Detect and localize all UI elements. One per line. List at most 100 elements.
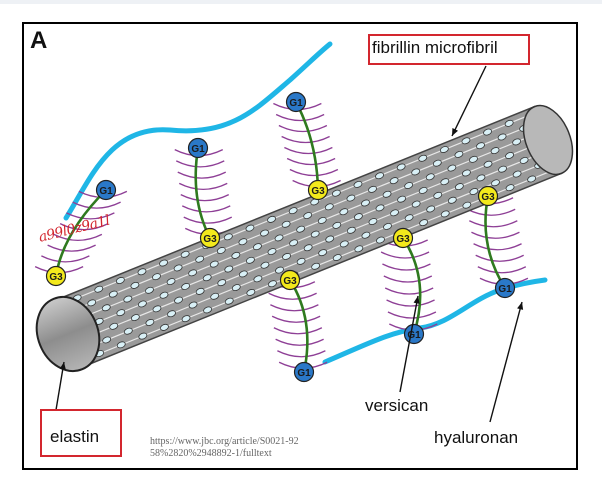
panel-letter: A xyxy=(30,27,48,54)
microfibril-bead xyxy=(159,259,168,267)
microfibril-bead xyxy=(491,179,500,187)
microfibril-bead xyxy=(397,195,407,203)
microfibril-bead xyxy=(281,220,291,228)
side-chain xyxy=(177,171,227,179)
microfibril-bead xyxy=(224,265,234,273)
microfibril-bead xyxy=(275,266,284,274)
microfibril-bead xyxy=(116,341,126,349)
side-chain xyxy=(477,266,527,274)
microfibril-bead xyxy=(361,231,371,239)
microfibril-bead xyxy=(404,214,414,222)
microfibril-bead xyxy=(166,278,176,285)
elastin-end-cap xyxy=(35,296,101,372)
microfibril-bead xyxy=(145,319,155,326)
versican-core xyxy=(194,147,212,239)
g1-domain-circle xyxy=(95,179,117,201)
microfibril-bead xyxy=(433,191,443,199)
microfibril-bead xyxy=(231,284,241,291)
microfibril-bead xyxy=(476,174,486,182)
microfibril-bead xyxy=(145,286,154,294)
microfibril-bead xyxy=(411,200,421,208)
microfibril-bead xyxy=(505,184,515,192)
microfibril-bead xyxy=(447,164,457,172)
microfibril-bead xyxy=(375,204,385,212)
microfibril-bead xyxy=(296,225,306,233)
microfibril-bead xyxy=(512,170,522,178)
microfibril-bead xyxy=(152,273,161,281)
microfibril-bead xyxy=(353,181,363,188)
microfibril-bead xyxy=(498,165,507,173)
side-chain xyxy=(277,350,326,358)
hyaluronan-strands xyxy=(63,41,548,365)
microfibril-bead xyxy=(346,226,356,234)
side-chain xyxy=(471,231,520,239)
side-chain xyxy=(286,157,336,166)
microfibril-bead xyxy=(188,301,198,309)
g3-domain-label: G3 xyxy=(49,272,63,283)
source-url: https://www.jbc.org/article/S0021-9258%2… xyxy=(150,436,299,459)
microfibril-bead xyxy=(311,262,321,270)
side-chain xyxy=(181,205,231,213)
microfibril-bead xyxy=(519,156,529,164)
microfibril-bead xyxy=(504,119,514,127)
microfibril-bead xyxy=(396,163,406,171)
side-chain xyxy=(270,304,319,312)
microfibril-bead xyxy=(253,275,263,283)
fibrillin-arrow-head xyxy=(452,128,459,136)
g3-domain-circle xyxy=(392,227,414,249)
side-chain xyxy=(475,254,524,262)
side-chain xyxy=(175,160,225,168)
microfibril-bead xyxy=(231,251,241,259)
side-chain xyxy=(380,251,430,259)
g1-domain-label: G1 xyxy=(297,368,311,379)
fibrillin-highlight-box xyxy=(368,34,530,65)
side-chain xyxy=(275,338,324,346)
versican-arrow-head xyxy=(413,296,420,304)
side-chain xyxy=(72,201,121,209)
microfibril-bead xyxy=(390,209,399,217)
elastin-highlight-box xyxy=(40,409,122,457)
g1-domain-label: G1 xyxy=(407,330,421,341)
microfibril-bead xyxy=(490,147,500,155)
microfibril-bead xyxy=(274,234,284,242)
microfibril-bead xyxy=(483,160,493,168)
microfibril-bead xyxy=(159,291,169,299)
microfibril-bead xyxy=(317,217,327,224)
g3-domain-circle xyxy=(307,179,329,201)
side-chain xyxy=(47,244,96,252)
microfibril-bead xyxy=(101,304,111,312)
g1-domain-label: G1 xyxy=(498,284,512,295)
g1-domain-circle xyxy=(187,137,209,159)
g1-domain-circle xyxy=(403,323,425,345)
microfibril-bead xyxy=(325,235,335,243)
microfibril-bead xyxy=(332,254,342,261)
microfibril-bead xyxy=(303,212,313,219)
microfibril-bead xyxy=(137,300,147,308)
microfibril-bead xyxy=(138,332,148,340)
microfibril-bead xyxy=(419,219,429,227)
microfibril-bead xyxy=(217,279,227,287)
versican-core xyxy=(288,279,309,373)
g3-domain-circle xyxy=(45,265,67,287)
side-chain xyxy=(384,287,434,295)
microfibril-bead xyxy=(353,213,363,221)
side-chain xyxy=(180,194,230,202)
rod-end-cap xyxy=(522,104,574,176)
microfibril-bead xyxy=(195,255,205,263)
side-chain xyxy=(473,243,522,251)
microfibril-bead xyxy=(411,168,421,176)
microfibril-bead xyxy=(130,314,140,322)
g1-domain-label: G1 xyxy=(191,144,205,155)
microfibril-bead xyxy=(439,146,449,153)
microfibril-bead xyxy=(123,327,133,335)
versican-core xyxy=(484,195,507,289)
hyaluronan-strand xyxy=(63,41,333,221)
microfibril-bead xyxy=(223,233,233,241)
microfibril-bead xyxy=(476,142,485,150)
microfibril-bead xyxy=(440,210,450,218)
arrow-layer xyxy=(55,65,524,423)
microfibril-bead xyxy=(497,133,507,141)
microfibril-bead xyxy=(375,172,384,180)
microfibril-bead xyxy=(203,306,213,314)
